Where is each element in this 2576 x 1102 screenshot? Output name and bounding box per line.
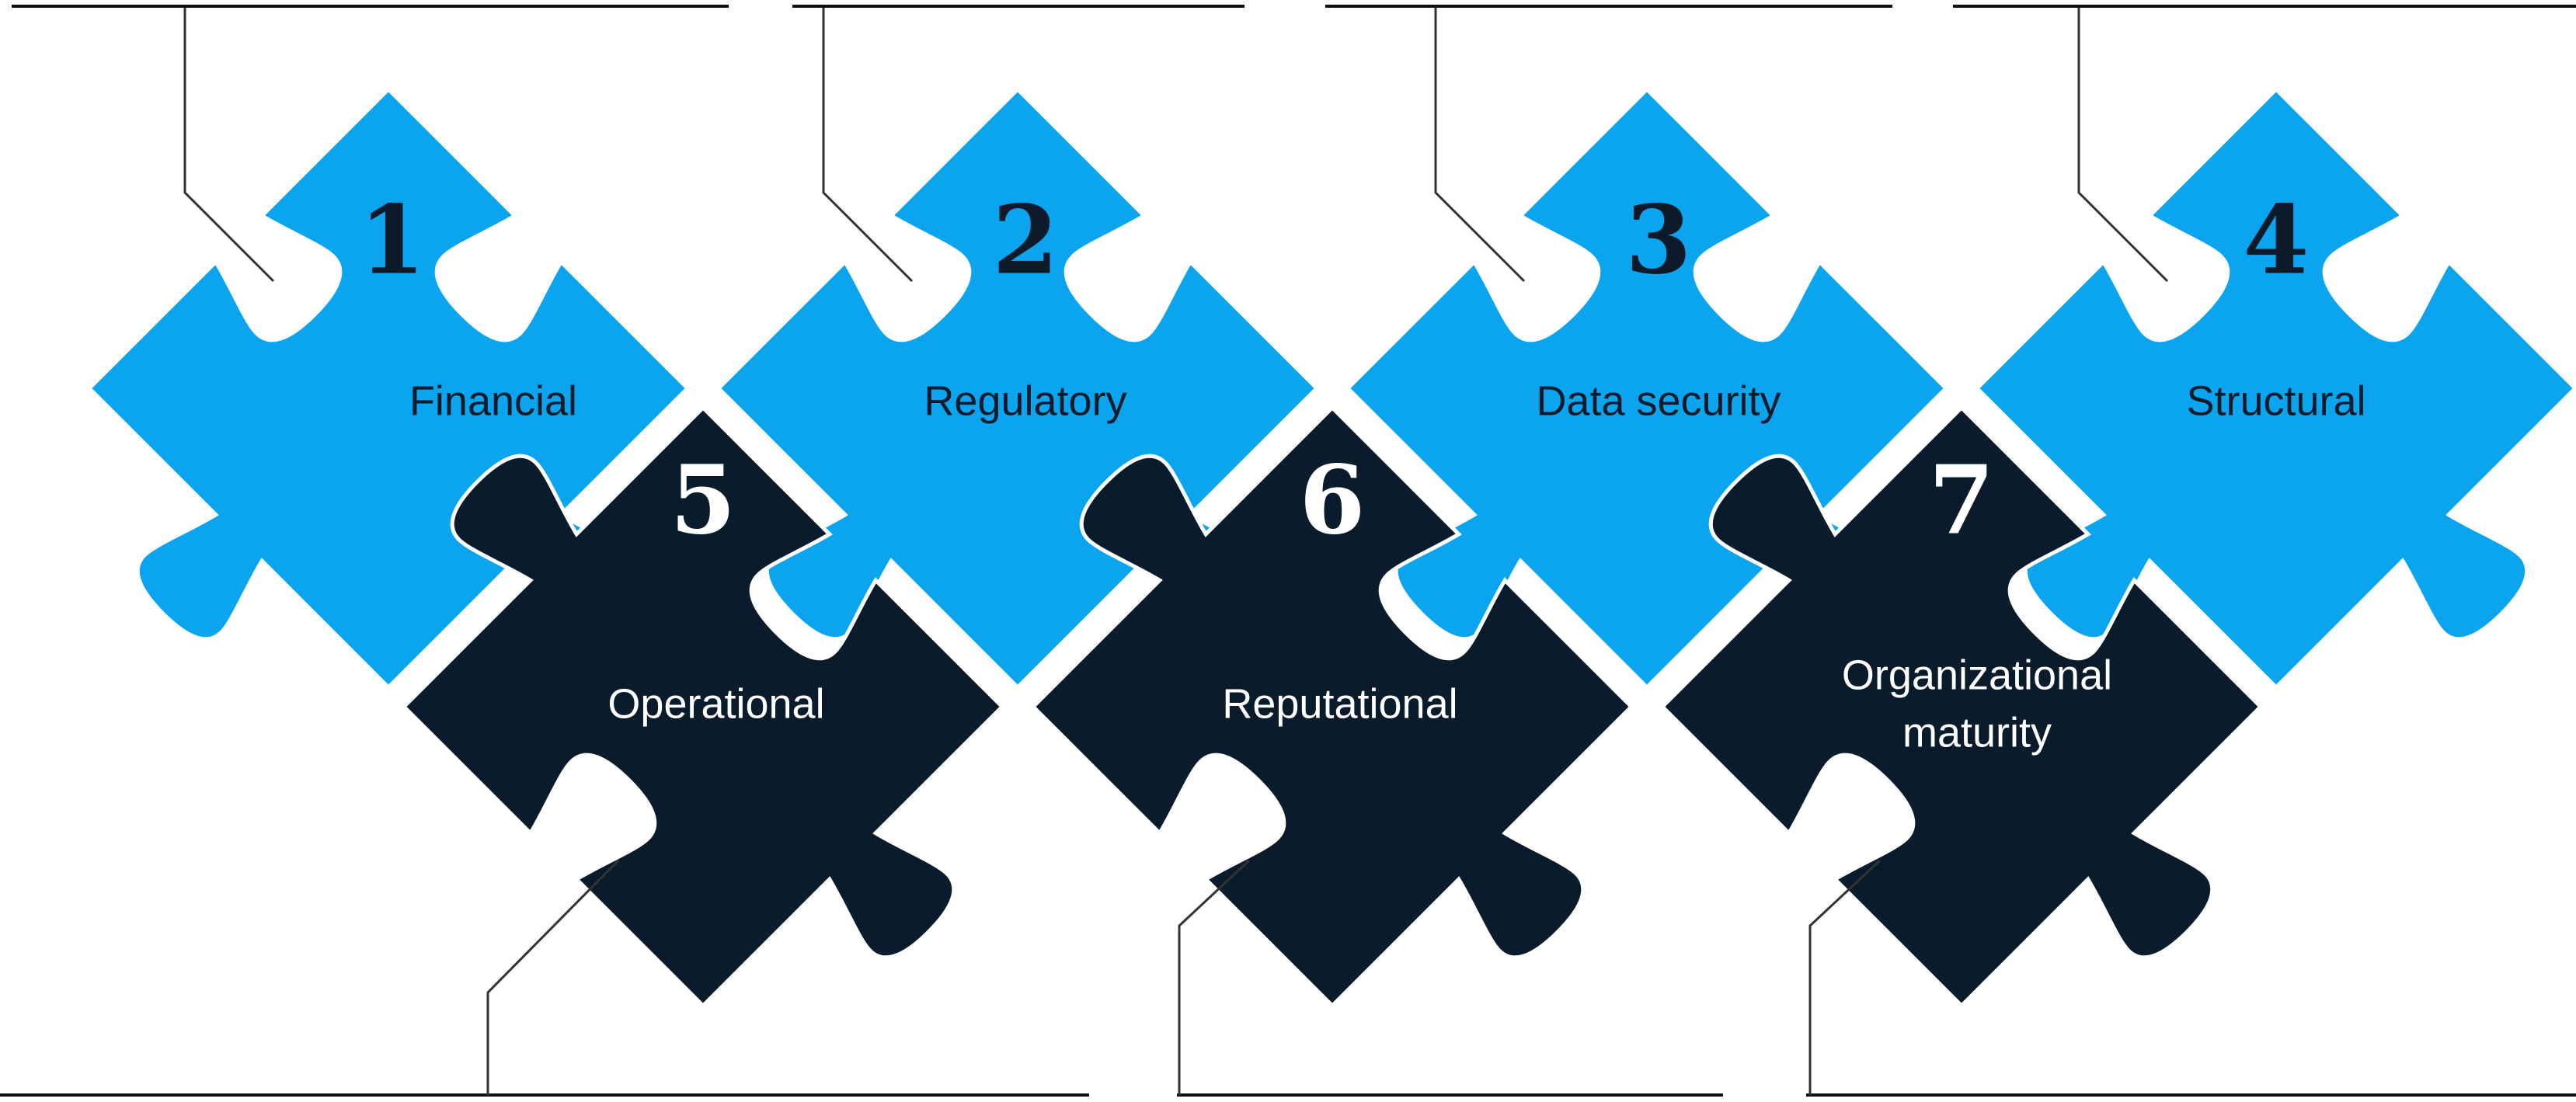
piece-number-p6: 6 (1300, 444, 1366, 556)
piece-number-p2: 2 (993, 184, 1059, 296)
piece-label-p7-line-2: maturity (1902, 709, 2052, 756)
piece-number-p4: 4 (2244, 184, 2310, 296)
piece-number-p5: 5 (670, 444, 736, 556)
piece-label-p5-line-1: Operational (607, 680, 824, 727)
piece-shape-p5 (401, 405, 1005, 1009)
piece-label-p1-line-1: Financial (409, 377, 577, 424)
piece-label-p2-line-1: Regulatory (924, 377, 1126, 424)
piece-shape-p7 (1659, 405, 2264, 1009)
piece-shape-p6 (1030, 405, 1634, 1009)
leader-3 (1434, 8, 1526, 283)
leader-5 (486, 859, 620, 1095)
piece-label-p4-line-1: Structural (2186, 377, 2365, 424)
piece-number-p3: 3 (1626, 184, 1692, 296)
leader-2 (822, 8, 914, 283)
piece-label-p7-line-1: Organizational (1842, 652, 2112, 698)
piece-label-p3-line-1: Data security (1536, 377, 1781, 424)
leader-6 (1178, 859, 1251, 1095)
leader-4 (2077, 8, 2169, 283)
leader-7 (1808, 859, 1882, 1095)
leader-1 (183, 8, 275, 283)
piece-number-p7: 7 (1929, 444, 1995, 556)
piece-label-p6-line-1: Reputational (1222, 680, 1457, 727)
piece-number-p1: 1 (360, 184, 426, 296)
piece-shape-p4 (1974, 86, 2576, 690)
